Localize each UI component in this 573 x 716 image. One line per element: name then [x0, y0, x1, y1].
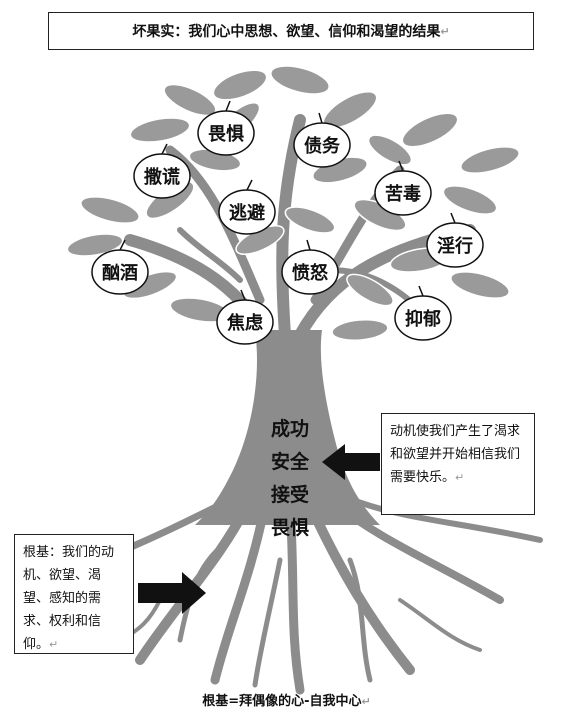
paragraph-mark-icon: ↵ [455, 471, 465, 484]
tree-trunk [195, 330, 380, 525]
footer-caption: 根基=拜偶像的心-自我中心↵ [0, 690, 573, 709]
trunk-word-success: 成功 [271, 417, 309, 440]
root-note-box: 根基：我们的动机、欲望、渴望、感知的需求、权利和信仰。↵ [14, 534, 134, 654]
root-note-text: 根基：我们的动机、欲望、渴望、感知的需求、权利和信仰。 [23, 545, 115, 652]
footer-text: 根基=拜偶像的心-自我中心 [202, 694, 362, 709]
apple-畏惧: 畏惧 [197, 100, 255, 156]
apple-逃避: 逃避 [218, 179, 276, 235]
paragraph-mark-icon: ↵ [49, 638, 59, 651]
fruit-label: 苦毒 [385, 183, 421, 205]
fruit-label: 撒谎 [144, 166, 180, 188]
left-arrow-icon [322, 444, 380, 480]
fruit-label: 酗酒 [102, 262, 138, 284]
tree-leaves [66, 65, 520, 342]
apple-愤怒: 愤怒 [281, 239, 339, 295]
motive-note-text: 动机使我们产生了渴求和欲望并开始相信我们需要快乐。 [390, 424, 521, 485]
apple-撒谎: 撒谎 [133, 143, 191, 199]
fruit-label: 焦虑 [226, 312, 263, 334]
motive-note-box: 动机使我们产生了渴求和欲望并开始相信我们需要快乐。↵ [381, 413, 535, 515]
fruit-label: 畏惧 [208, 123, 244, 145]
right-arrow-icon [138, 572, 206, 614]
fruit-label: 淫行 [437, 235, 473, 257]
apple-酗酒: 酗酒 [91, 239, 149, 295]
fruit-label: 抑郁 [405, 308, 441, 330]
title-text: 坏果实：我们心中思想、欲望、信仰和渴望的结果 [132, 24, 441, 40]
title-box: 坏果实：我们心中思想、欲望、信仰和渴望的结果↵ [48, 12, 534, 50]
trunk-word-acceptance: 接受 [271, 483, 309, 506]
apple-苦毒: 苦毒 [374, 160, 432, 216]
fruit-label: 债务 [304, 135, 341, 157]
apple-抑郁: 抑郁 [394, 285, 452, 341]
fruit-label: 愤怒 [292, 262, 328, 284]
trunk-word-fear: 畏惧 [271, 517, 309, 539]
fruit-label: 逃避 [229, 202, 265, 224]
apple-债务: 债务 [293, 112, 351, 168]
apple-焦虑: 焦虑 [216, 289, 274, 345]
paragraph-mark-icon: ↵ [361, 695, 371, 708]
paragraph-mark-icon: ↵ [440, 24, 450, 38]
apple-淫行: 淫行 [426, 212, 484, 268]
trunk-word-security: 安全 [271, 450, 310, 473]
